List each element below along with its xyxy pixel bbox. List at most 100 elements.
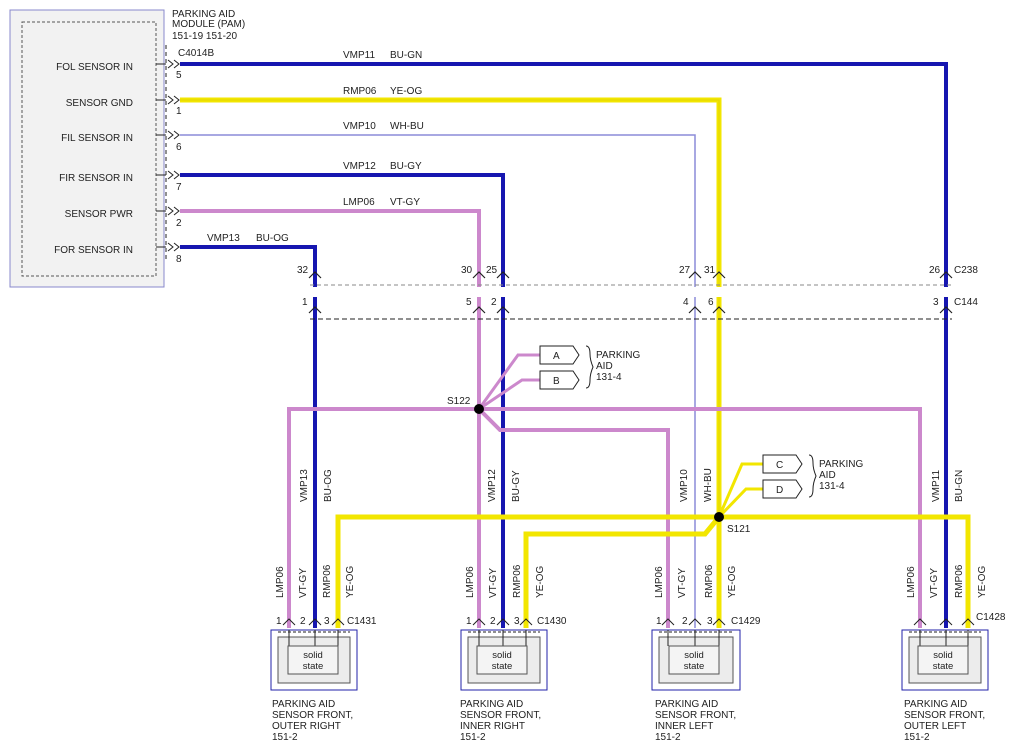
- pam-connector: C4014B: [178, 48, 214, 59]
- sensor-wire-label: YE-OG: [535, 566, 546, 598]
- c144-pin-2: 2: [491, 297, 497, 308]
- label-bu-gn: BU-GN: [390, 50, 422, 61]
- ref-pin-c: C: [776, 460, 783, 471]
- sensor-wire-label: YE-OG: [345, 566, 356, 598]
- sensor-name: SENSOR FRONT,: [655, 710, 736, 721]
- c238-pin-31: 31: [704, 265, 716, 276]
- pam-pin-label-fol: FOL SENSOR IN: [56, 62, 133, 73]
- sensor-wire-label: YE-OG: [977, 566, 988, 598]
- sensor-body-text: state: [684, 661, 705, 672]
- wire-lmp06-inner-left: [477, 407, 670, 628]
- sensor-name: 151-2: [272, 732, 298, 743]
- sensor-body-text: state: [933, 661, 954, 672]
- wire-lmp06-outer-left: [479, 407, 922, 628]
- wire-vmp13: [180, 245, 317, 628]
- ref-ab-line-2: AID: [596, 361, 613, 372]
- sensor-wire-label: YE-OG: [727, 566, 738, 598]
- c144-pin-4: 4: [683, 297, 689, 308]
- sensor-connector: C1430: [537, 616, 567, 627]
- sensor-wire-label: RMP06: [322, 564, 333, 598]
- pam-pin-num-6: 6: [176, 142, 182, 153]
- vlabel-bu-gy: BU-GY: [511, 470, 522, 502]
- sensor-pin: 1: [276, 616, 282, 627]
- label-vt-gy: VT-GY: [390, 197, 420, 208]
- ref-cd-line-2: AID: [819, 470, 836, 481]
- sensor-wire-label: LMP06: [906, 566, 917, 598]
- pam-pin-label-for: FOR SENSOR IN: [54, 245, 133, 256]
- label-rmp06: RMP06: [343, 86, 377, 97]
- ref-ab-line-3: 131-4: [596, 372, 622, 383]
- sensor-outer-right: LMP06 VT-GY RMP06 YE-OG 1 2 3 C1431 soli…: [270, 564, 377, 743]
- sensor-pin: 3: [707, 616, 713, 627]
- sensor-pin: 1: [466, 616, 472, 627]
- sensor-body-text: solid: [492, 650, 512, 661]
- sensor-wire-label: LMP06: [654, 566, 665, 598]
- wire-rmp06-inner-right: [523, 515, 721, 628]
- c144-pin-6: 6: [708, 297, 714, 308]
- sensor-pin: 3: [514, 616, 520, 627]
- pam-pin-label-gnd: SENSOR GND: [66, 98, 133, 109]
- pam-pin-num-5: 5: [176, 70, 182, 81]
- parking-aid-ref-cd: C D PARKING AID 131-4: [762, 454, 863, 499]
- wire-rmp06-main: [180, 97, 722, 628]
- sensor-pin: 2: [682, 616, 688, 627]
- sensor-name: INNER RIGHT: [460, 721, 525, 732]
- vlabel-bu-gn: BU-GN: [954, 470, 965, 502]
- vlabel-bu-og: BU-OG: [323, 469, 334, 502]
- sensor-pin: 1: [656, 616, 662, 627]
- wire-rmp06-park-c: [717, 462, 763, 518]
- pam-pin-label-fil: FIL SENSOR IN: [61, 133, 133, 144]
- wire-vmp12: [180, 173, 505, 628]
- pam-module: PARKING AID MODULE (PAM) 151-19 151-20 C…: [9, 9, 245, 288]
- sensor-name: 151-2: [904, 732, 930, 743]
- c144-pin-1: 1: [302, 297, 308, 308]
- c238-label: C238: [954, 265, 978, 276]
- wire-rmp06-outer-left: [719, 514, 971, 628]
- sensor-wire-label: RMP06: [704, 564, 715, 598]
- c238-pin-32: 32: [297, 265, 309, 276]
- sensor-body-text: solid: [933, 650, 953, 661]
- wires: [180, 62, 971, 628]
- ref-cd-line-3: 131-4: [819, 481, 845, 492]
- c238-pin-27: 27: [679, 265, 691, 276]
- vlabel-vmp12: VMP12: [487, 469, 498, 502]
- sensor-wire-label: VT-GY: [488, 568, 499, 598]
- sensor-name: 151-2: [655, 732, 681, 743]
- pam-title-2: MODULE (PAM): [172, 19, 245, 30]
- sensor-body-text: state: [492, 661, 513, 672]
- ref-pin-a: A: [553, 351, 560, 362]
- sensor-name: OUTER LEFT: [904, 721, 966, 732]
- label-vmp10: VMP10: [343, 121, 376, 132]
- sensor-body-text: state: [303, 661, 324, 672]
- label-vmp13: VMP13: [207, 233, 240, 244]
- sensor-connector: C1429: [731, 616, 761, 627]
- label-bu-gy: BU-GY: [390, 161, 422, 172]
- wire-rmp06-park-d: [717, 487, 763, 519]
- label-vmp11: VMP11: [343, 50, 375, 61]
- sensor-connector: C1428: [976, 612, 1006, 623]
- vlabel-vmp11: VMP11: [931, 470, 942, 502]
- pam-pin-num-2: 2: [176, 218, 182, 229]
- ref-ab-line-1: PARKING: [596, 350, 640, 361]
- sensor-name: SENSOR FRONT,: [904, 710, 985, 721]
- sensor-outer-left: LMP06 VT-GY RMP06 YE-OG C1428 solid stat…: [901, 564, 1006, 743]
- sensor-wire-label: RMP06: [954, 564, 965, 598]
- ref-pin-d: D: [776, 485, 783, 496]
- vlabel-vmp13: VMP13: [299, 469, 310, 502]
- sensor-pin: 3: [324, 616, 330, 627]
- label-bu-og: BU-OG: [256, 233, 289, 244]
- horizontal-wire-labels: VMP11 BU-GN RMP06 YE-OG VMP10 WH-BU VMP1…: [207, 50, 424, 244]
- c238-pin-26: 26: [929, 265, 941, 276]
- c144-pin-3: 3: [933, 297, 939, 308]
- splices: S122 S121: [447, 396, 751, 535]
- parking-aid-ref-ab: A B PARKING AID 131-4: [539, 345, 640, 390]
- inline-connectors: 32 30 25 27 31 26 C238 1 5 2 4 6 3 C144: [297, 265, 978, 320]
- wire-lmp06-main: [180, 209, 481, 628]
- sensor-name: PARKING AID: [904, 699, 967, 710]
- label-vmp12: VMP12: [343, 161, 376, 172]
- sensor-name: INNER LEFT: [655, 721, 713, 732]
- wire-vmp10: [180, 134, 696, 628]
- wire-lmp06-outer-right: [287, 407, 479, 628]
- sensor-pin: 2: [300, 616, 306, 627]
- sensor-wire-label: VT-GY: [929, 568, 940, 598]
